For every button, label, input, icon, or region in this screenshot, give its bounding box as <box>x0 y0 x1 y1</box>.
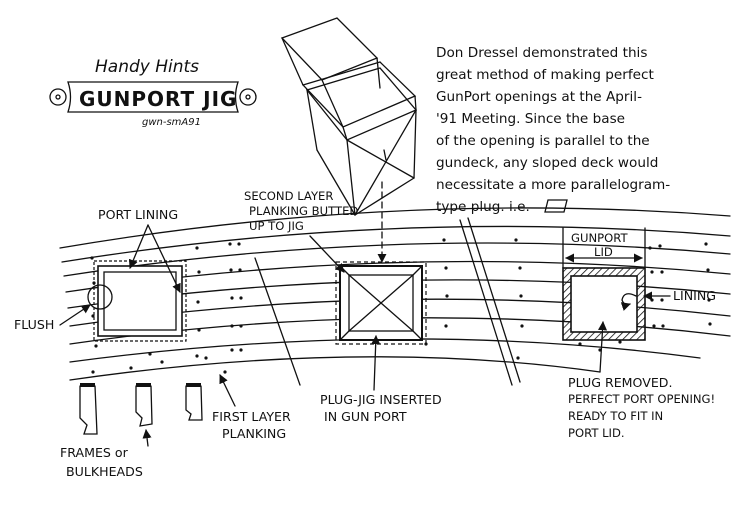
port-lining-opening <box>87 260 187 342</box>
label-first-layer: FIRST LAYER <box>212 409 291 424</box>
description-line: of the opening is parallel to the <box>436 133 650 149</box>
label-plug-removed: READY TO FIT IN <box>568 409 663 423</box>
signature: gwn-smA91 <box>142 117 201 128</box>
description-line: Don Dressel demonstrated this <box>436 45 647 61</box>
label-gunport-lid: GUNPORT <box>571 231 628 245</box>
label-plug-jig: PLUG-JIG INSERTED <box>320 392 442 407</box>
label-flush: FLUSH <box>14 317 54 332</box>
frames <box>79 383 203 435</box>
label-frames: BULKHEADS <box>66 464 143 479</box>
main-title: GUNPORT JIG <box>79 87 237 111</box>
label-first-layer: PLANKING <box>222 426 286 441</box>
label-plug-removed: PLUG REMOVED. <box>568 375 673 390</box>
fastener-dots <box>90 238 712 374</box>
plug-jig-arrow <box>371 335 381 391</box>
lining-curl-arrow <box>620 293 637 311</box>
description-line: type plug. i.e. <box>436 199 530 215</box>
frames-arrow <box>142 429 152 447</box>
description-line: great method of making perfect <box>436 67 654 83</box>
label-lining: LINING <box>673 288 716 303</box>
plug-jig-drawing <box>280 17 418 216</box>
label-second-layer: PLANKING BUTTED <box>249 204 358 218</box>
port-lining-arrow <box>147 224 181 293</box>
description-line: '91 Meeting. Since the base <box>436 111 625 127</box>
second-layer-arrow <box>309 235 345 273</box>
title-plaque <box>49 81 257 113</box>
label-port-lining: PORT LINING <box>98 207 178 222</box>
label-plug-jig: IN GUN PORT <box>324 409 407 424</box>
parallelogram-icon <box>544 199 568 213</box>
description-line: necessitate a more parallelogram- <box>436 177 670 193</box>
plug-jig-in-port <box>335 261 427 345</box>
description: Don Dressel demonstrated this great meth… <box>436 45 670 215</box>
label-gunport-lid: LID <box>594 245 613 259</box>
label-plug-removed: PORT LID. <box>568 426 625 440</box>
description-line: gundeck, any sloped deck would <box>436 155 658 171</box>
description-line: GunPort openings at the April- <box>436 89 642 105</box>
flush-arrow <box>59 304 91 326</box>
port-lining-arrow <box>128 224 149 269</box>
label-plug-removed: PERFECT PORT OPENING! <box>568 392 715 406</box>
plug-removed-arrow <box>597 321 608 373</box>
flush-circle <box>87 284 113 310</box>
first-layer-arrow <box>219 374 236 407</box>
label-frames: FRAMES or <box>60 445 129 460</box>
label-second-layer: SECOND LAYER <box>244 189 333 203</box>
subtitle: Handy Hints <box>95 57 199 77</box>
label-second-layer: UP TO JIG <box>249 219 304 233</box>
